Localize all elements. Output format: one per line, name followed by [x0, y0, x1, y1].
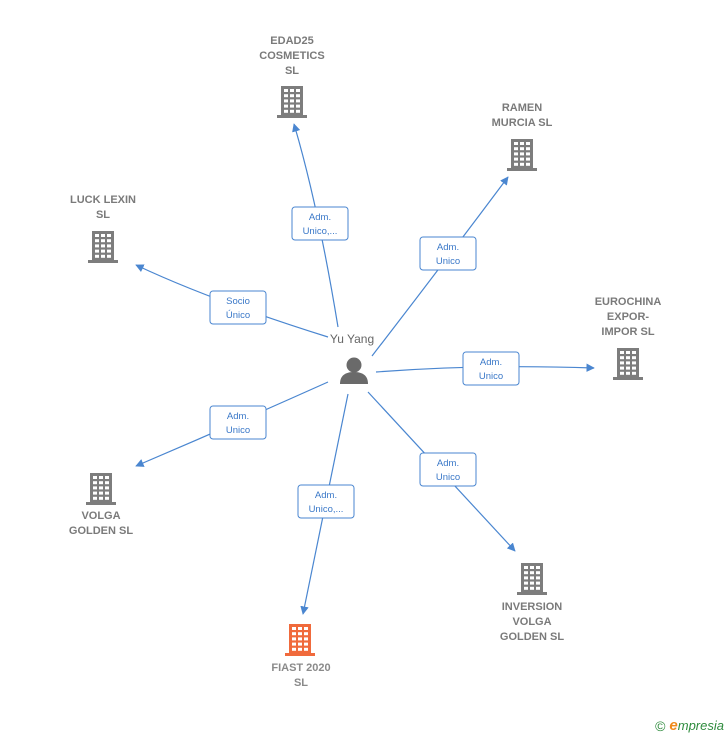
relation-text: Único	[226, 310, 250, 321]
company-name-line: VOLGA	[81, 510, 120, 522]
building-icon	[517, 563, 547, 595]
relation-label-fiast[interactable]: Adm. Unico,...	[297, 484, 355, 519]
footer-brand: © empresia	[655, 717, 724, 734]
relation-label-ramen[interactable]: Adm. Unico	[419, 236, 477, 271]
company-name-line: RAMEN	[502, 102, 542, 114]
center-node[interactable]: Yu Yang	[330, 332, 374, 384]
company-name-line: COSMETICS	[259, 50, 324, 62]
company-name-line: GOLDEN SL	[500, 631, 564, 643]
edges-layer: Adm.Unico,...Adm.UnicoSocioÚnicoAdm.Unic…	[135, 123, 595, 615]
relation-label-eurochina[interactable]: Adm. Unico	[462, 351, 520, 386]
company-name-line: INVERSION	[502, 601, 563, 613]
company-name-line: IMPOR SL	[601, 326, 654, 338]
relation-text: Unico,...	[303, 226, 338, 237]
relation-text: Unico	[226, 425, 250, 436]
relation-text: Unico	[479, 371, 503, 382]
relation-text: Adm.	[480, 357, 502, 368]
company-name-line: EXPOR-	[607, 311, 650, 323]
relation-text: Unico	[436, 256, 460, 267]
copyright-symbol: ©	[655, 717, 666, 734]
company-node-ramen[interactable]: RAMEN MURCIA SL	[492, 102, 553, 171]
relation-text: Unico	[436, 472, 460, 483]
company-node-inversion[interactable]: INVERSION VOLGA GOLDEN SL	[500, 563, 564, 643]
company-name-line: FIAST 2020	[271, 662, 330, 674]
company-name-line: LUCK LEXIN	[70, 194, 136, 206]
building-icon	[613, 348, 643, 380]
relation-label-inversion[interactable]: Adm. Unico	[419, 452, 477, 487]
company-name-line: EUROCHINA	[595, 296, 662, 308]
company-node-eurochina[interactable]: EUROCHINA EXPOR- IMPOR SL	[595, 296, 662, 380]
company-name-line: SL	[285, 65, 299, 77]
relation-text: Adm.	[227, 411, 249, 422]
building-icon	[507, 139, 537, 171]
building-icon	[88, 231, 118, 263]
relation-text: Adm.	[437, 242, 459, 253]
company-name-line: MURCIA SL	[492, 117, 553, 129]
relation-label-volga[interactable]: Adm. Unico	[209, 405, 267, 440]
relation-text: Adm.	[309, 212, 331, 223]
building-icon	[285, 624, 315, 656]
company-name-line: SL	[294, 677, 308, 689]
company-name-line: SL	[96, 209, 110, 221]
relation-label-edad25[interactable]: Adm. Unico,...	[291, 206, 349, 241]
company-name-line: GOLDEN SL	[69, 525, 133, 537]
relation-text: Adm.	[437, 458, 459, 469]
company-name-line: VOLGA	[512, 616, 551, 628]
person-name: Yu Yang	[330, 332, 374, 346]
brand-logo: empresia	[669, 717, 724, 734]
building-icon	[86, 473, 116, 505]
company-node-luck[interactable]: LUCK LEXIN SL	[70, 194, 136, 263]
person-icon	[340, 357, 368, 384]
relation-text: Socio	[226, 296, 250, 307]
company-node-volga[interactable]: VOLGA GOLDEN SL	[69, 473, 133, 537]
building-icon	[277, 86, 307, 118]
relation-text: Unico,...	[309, 504, 344, 515]
relation-text: Adm.	[315, 490, 337, 501]
company-name-line: EDAD25	[270, 35, 313, 47]
